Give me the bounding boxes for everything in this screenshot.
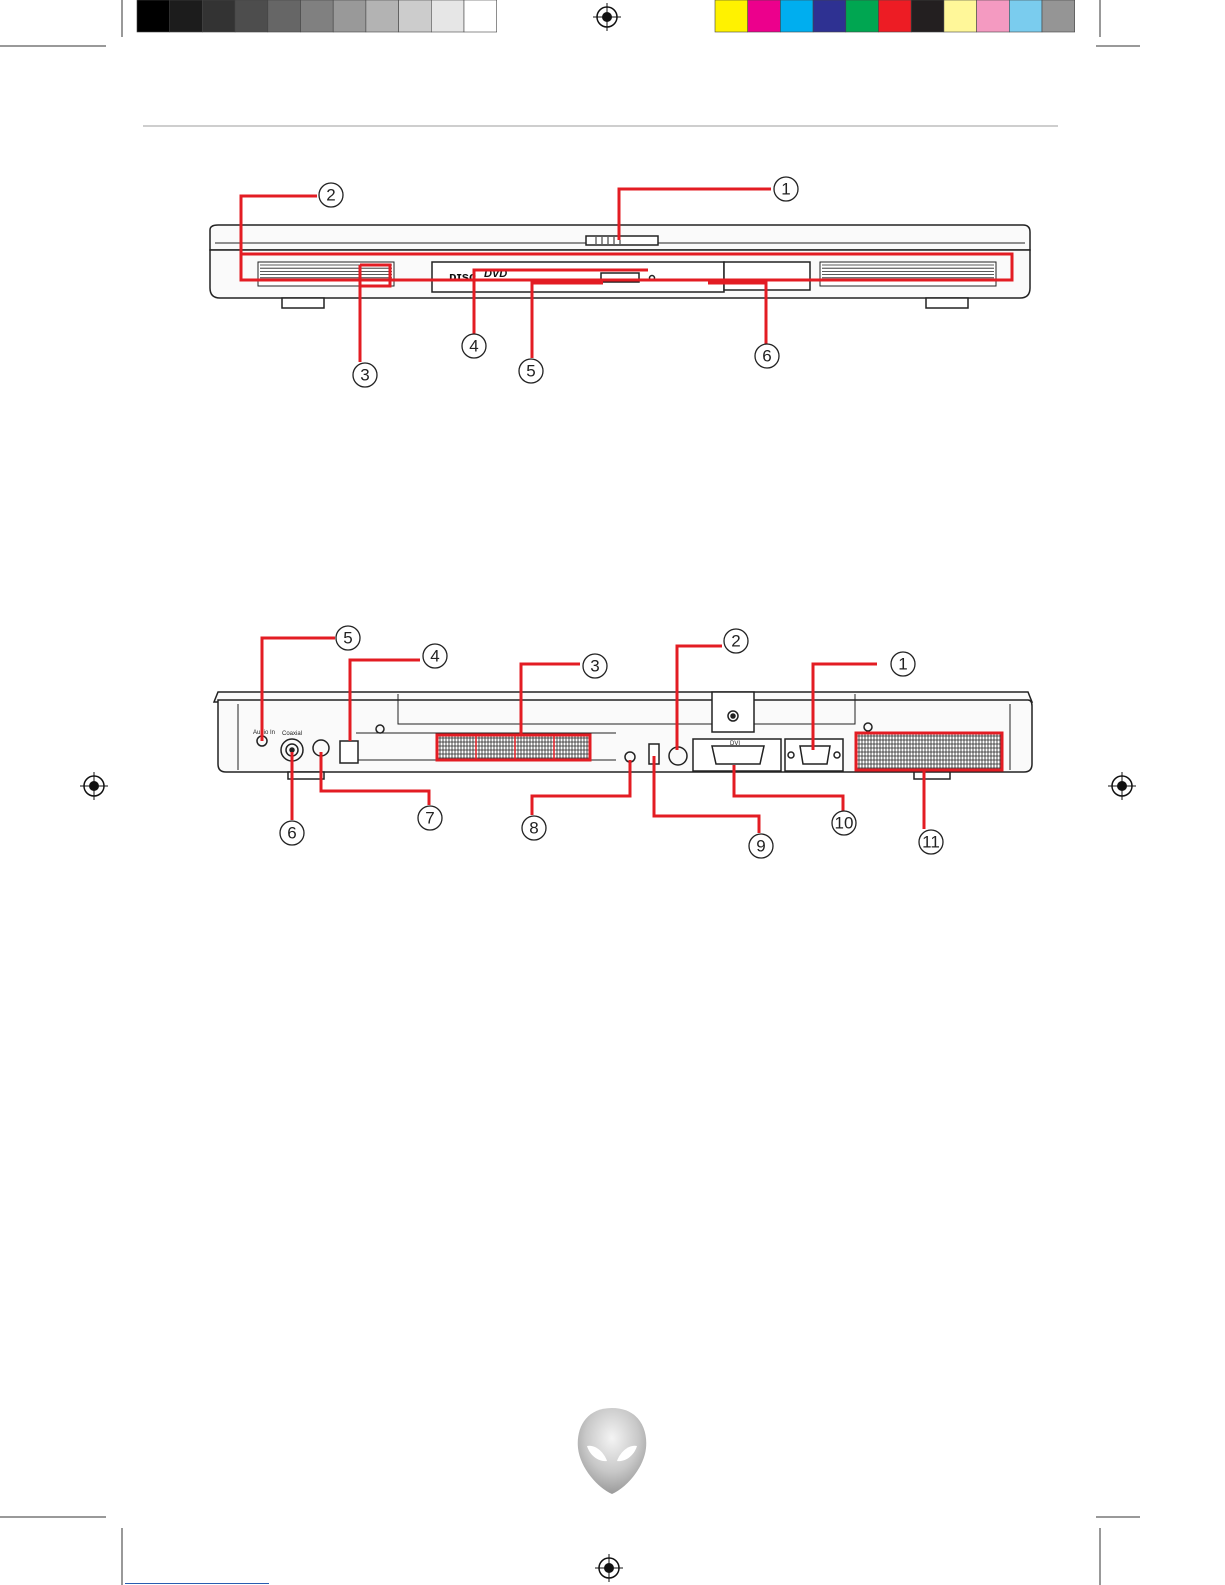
rear-callout-10: 10 xyxy=(832,811,856,835)
color-swatch xyxy=(780,0,813,32)
svg-text:5: 5 xyxy=(343,629,352,648)
grayscale-swatch xyxy=(170,0,203,32)
grayscale-swatch xyxy=(202,0,235,32)
registration-mark-icon xyxy=(593,3,621,31)
svg-text:11: 11 xyxy=(922,833,940,852)
color-swatch xyxy=(748,0,781,32)
color-swatch xyxy=(813,0,846,32)
color-swatch xyxy=(977,0,1010,32)
rear-callout-6: 6 xyxy=(280,821,304,845)
rear-callout-4: 4 xyxy=(423,644,447,668)
front-callout-1: 1 xyxy=(774,177,798,201)
svg-text:3: 3 xyxy=(590,657,599,676)
svg-text:8: 8 xyxy=(529,819,538,838)
color-swatch xyxy=(715,0,748,32)
grayscale-swatch xyxy=(301,0,334,32)
disc-logo-icon: ᴅɪѕᴄ xyxy=(449,269,476,284)
grayscale-swatch xyxy=(268,0,301,32)
svg-text:6: 6 xyxy=(762,347,771,366)
grayscale-swatch xyxy=(333,0,366,32)
rear-callout-9: 9 xyxy=(749,834,773,858)
grayscale-swatch xyxy=(235,0,268,32)
color-swatch xyxy=(944,0,977,32)
svg-text:1: 1 xyxy=(898,655,907,674)
svg-text:4: 4 xyxy=(469,337,478,356)
grayscale-swatch xyxy=(366,0,399,32)
svg-text:4: 4 xyxy=(430,647,439,666)
rear-callout-2: 2 xyxy=(724,629,748,653)
color-calibration-bar xyxy=(715,0,1075,32)
front-callout-6: 6 xyxy=(755,344,779,368)
audio-in-label: Audio In xyxy=(253,730,275,736)
color-swatch xyxy=(846,0,879,32)
rear-callout-1: 1 xyxy=(891,652,915,676)
svg-text:5: 5 xyxy=(526,362,535,381)
grayscale-swatch xyxy=(137,0,170,32)
grayscale-swatch xyxy=(399,0,432,32)
registration-mark-icon xyxy=(80,772,108,800)
grayscale-swatch xyxy=(431,0,464,32)
footer-link-underline xyxy=(125,1571,269,1584)
registration-mark-icon xyxy=(1108,772,1136,800)
registration-mark-icon xyxy=(595,1554,623,1582)
color-swatch xyxy=(911,0,944,32)
rear-callout-11: 11 xyxy=(919,830,943,854)
svg-text:7: 7 xyxy=(425,809,434,828)
front-callout-2: 2 xyxy=(319,183,343,207)
rear-callout-5: 5 xyxy=(336,626,360,650)
front-callout-3: 3 xyxy=(353,363,377,387)
svg-text:1: 1 xyxy=(781,180,790,199)
color-swatch xyxy=(1009,0,1042,32)
dvi-label: DVI xyxy=(730,741,740,747)
rear-callout-3: 3 xyxy=(583,654,607,678)
rear-view-diagram xyxy=(214,692,1032,779)
svg-text:6: 6 xyxy=(287,824,296,843)
front-callout-4: 4 xyxy=(462,334,486,358)
color-swatch xyxy=(879,0,912,32)
svg-text:2: 2 xyxy=(731,632,740,651)
grayscale-swatch xyxy=(464,0,497,32)
coaxial-label: Coaxial xyxy=(282,731,302,737)
alien-head-logo-icon xyxy=(578,1408,646,1494)
svg-text:2: 2 xyxy=(326,186,335,205)
color-swatch xyxy=(1042,0,1075,32)
grayscale-calibration-bar xyxy=(137,0,497,32)
svg-text:9: 9 xyxy=(756,837,765,856)
svg-text:10: 10 xyxy=(835,814,854,833)
front-callout-5: 5 xyxy=(519,359,543,383)
svg-text:3: 3 xyxy=(360,366,369,385)
rear-callout-8: 8 xyxy=(522,816,546,840)
rear-callout-7: 7 xyxy=(418,806,442,830)
